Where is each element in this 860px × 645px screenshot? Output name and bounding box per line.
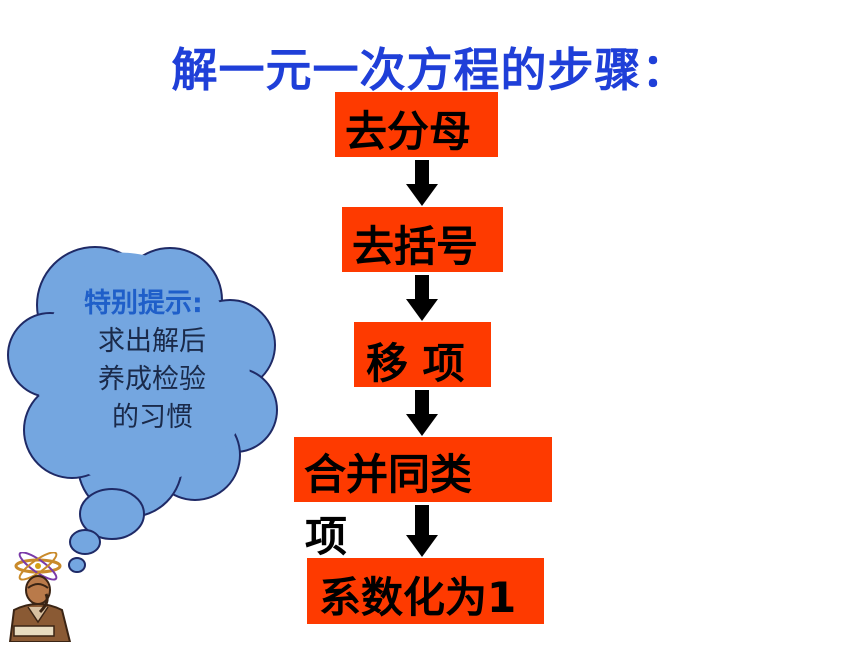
down-arrow-icon [406, 160, 438, 206]
tip-line-1: 求出解后 [98, 326, 206, 357]
step-box-1: 去分母 [335, 92, 498, 157]
down-arrow-icon [406, 390, 438, 436]
page-title: 解一元一次方程的步骤： [171, 43, 689, 97]
step-box-5: 系数化为1 [307, 558, 544, 624]
thinking-man-clipart [8, 552, 72, 642]
tip-line-2: 养成检验 [98, 364, 206, 395]
step-box-4: 合并同类 [294, 437, 552, 502]
tip-line-3: 的习惯 [112, 402, 193, 433]
down-arrow-icon [406, 505, 438, 557]
tip-title: 特别提示: [84, 288, 203, 319]
thought-cloud [7, 246, 278, 573]
step-4-overflow-text: 项 [305, 512, 348, 561]
step-box-3: 移 项 [354, 322, 491, 388]
step-box-2: 去括号 [342, 207, 503, 272]
down-arrow-icon [406, 275, 438, 321]
